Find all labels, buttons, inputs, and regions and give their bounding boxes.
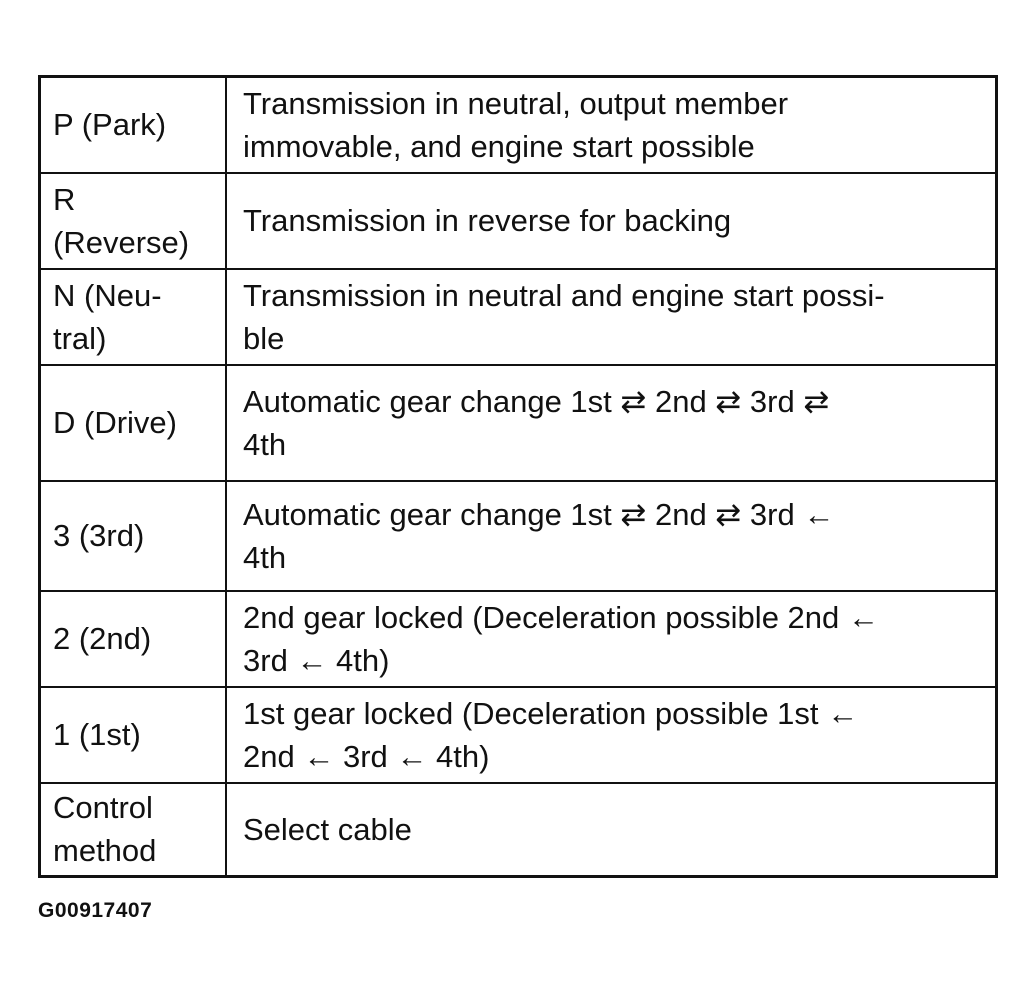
description-cell: Automatic gear change 1st ⇄ 2nd ⇄ 3rd ⇄ … <box>225 363 998 482</box>
description-text: Transmission in neutral and engine start… <box>243 277 885 356</box>
description-text: 2nd gear locked (Deceleration possible 2… <box>243 599 879 678</box>
description-text: 1st gear locked (Deceleration possible 1… <box>243 695 859 774</box>
description-cell: 2nd gear locked (Deceleration possible 2… <box>225 589 998 688</box>
description-text: Transmission in reverse for backing <box>243 203 732 238</box>
description-cell: Automatic gear change 1st ⇄ 2nd ⇄ 3rd ← … <box>225 479 998 592</box>
table-row: R (Reverse) Transmission in reverse for … <box>38 171 998 270</box>
table-row: Control method Select cable <box>38 781 998 878</box>
position-label: Control method <box>53 790 157 869</box>
table-row: P (Park) Transmission in neutral, output… <box>38 75 998 174</box>
position-label: P (Park) <box>53 107 167 143</box>
position-label: 1 (1st) <box>53 717 141 752</box>
description-cell: Transmission in neutral, output member i… <box>225 75 998 174</box>
shift-position-table: P (Park) Transmission in neutral, output… <box>38 75 998 878</box>
position-cell: N (Neu- tral) <box>38 267 227 366</box>
table-row: 2 (2nd) 2nd gear locked (Deceleration po… <box>38 589 998 688</box>
description-cell: Transmission in neutral and engine start… <box>225 267 998 366</box>
position-label: N (Neu- tral) <box>53 277 162 356</box>
table-row: 3 (3rd) Automatic gear change 1st ⇄ 2nd … <box>38 479 998 592</box>
position-cell: Control method <box>38 781 227 878</box>
description-cell: Select cable <box>225 781 998 878</box>
position-cell: D (Drive) <box>38 363 227 482</box>
description-text: Transmission in neutral, output member i… <box>243 85 789 164</box>
description-text: Automatic gear change 1st ⇄ 2nd ⇄ 3rd ⇄ … <box>243 383 830 462</box>
position-cell: 2 (2nd) <box>38 589 227 688</box>
position-label: D (Drive) <box>53 405 177 440</box>
position-label: 2 (2nd) <box>53 621 152 656</box>
description-text: Select cable <box>243 811 412 847</box>
figure-id: G00917407 <box>38 899 153 922</box>
position-label: R (Reverse) <box>53 181 190 260</box>
position-cell: R (Reverse) <box>38 171 227 270</box>
position-cell: 1 (1st) <box>38 685 227 784</box>
table-row: 1 (1st) 1st gear locked (Deceleration po… <box>38 685 998 784</box>
description-cell: 1st gear locked (Deceleration possible 1… <box>225 685 998 784</box>
position-cell: 3 (3rd) <box>38 479 227 592</box>
description-cell: Transmission in reverse for backing <box>225 171 998 270</box>
position-label: 3 (3rd) <box>53 518 145 553</box>
description-text: Automatic gear change 1st ⇄ 2nd ⇄ 3rd ← … <box>243 496 835 575</box>
position-cell: P (Park) <box>38 75 227 174</box>
table-row: N (Neu- tral) Transmission in neutral an… <box>38 267 998 366</box>
table-row: D (Drive) Automatic gear change 1st ⇄ 2n… <box>38 363 998 482</box>
